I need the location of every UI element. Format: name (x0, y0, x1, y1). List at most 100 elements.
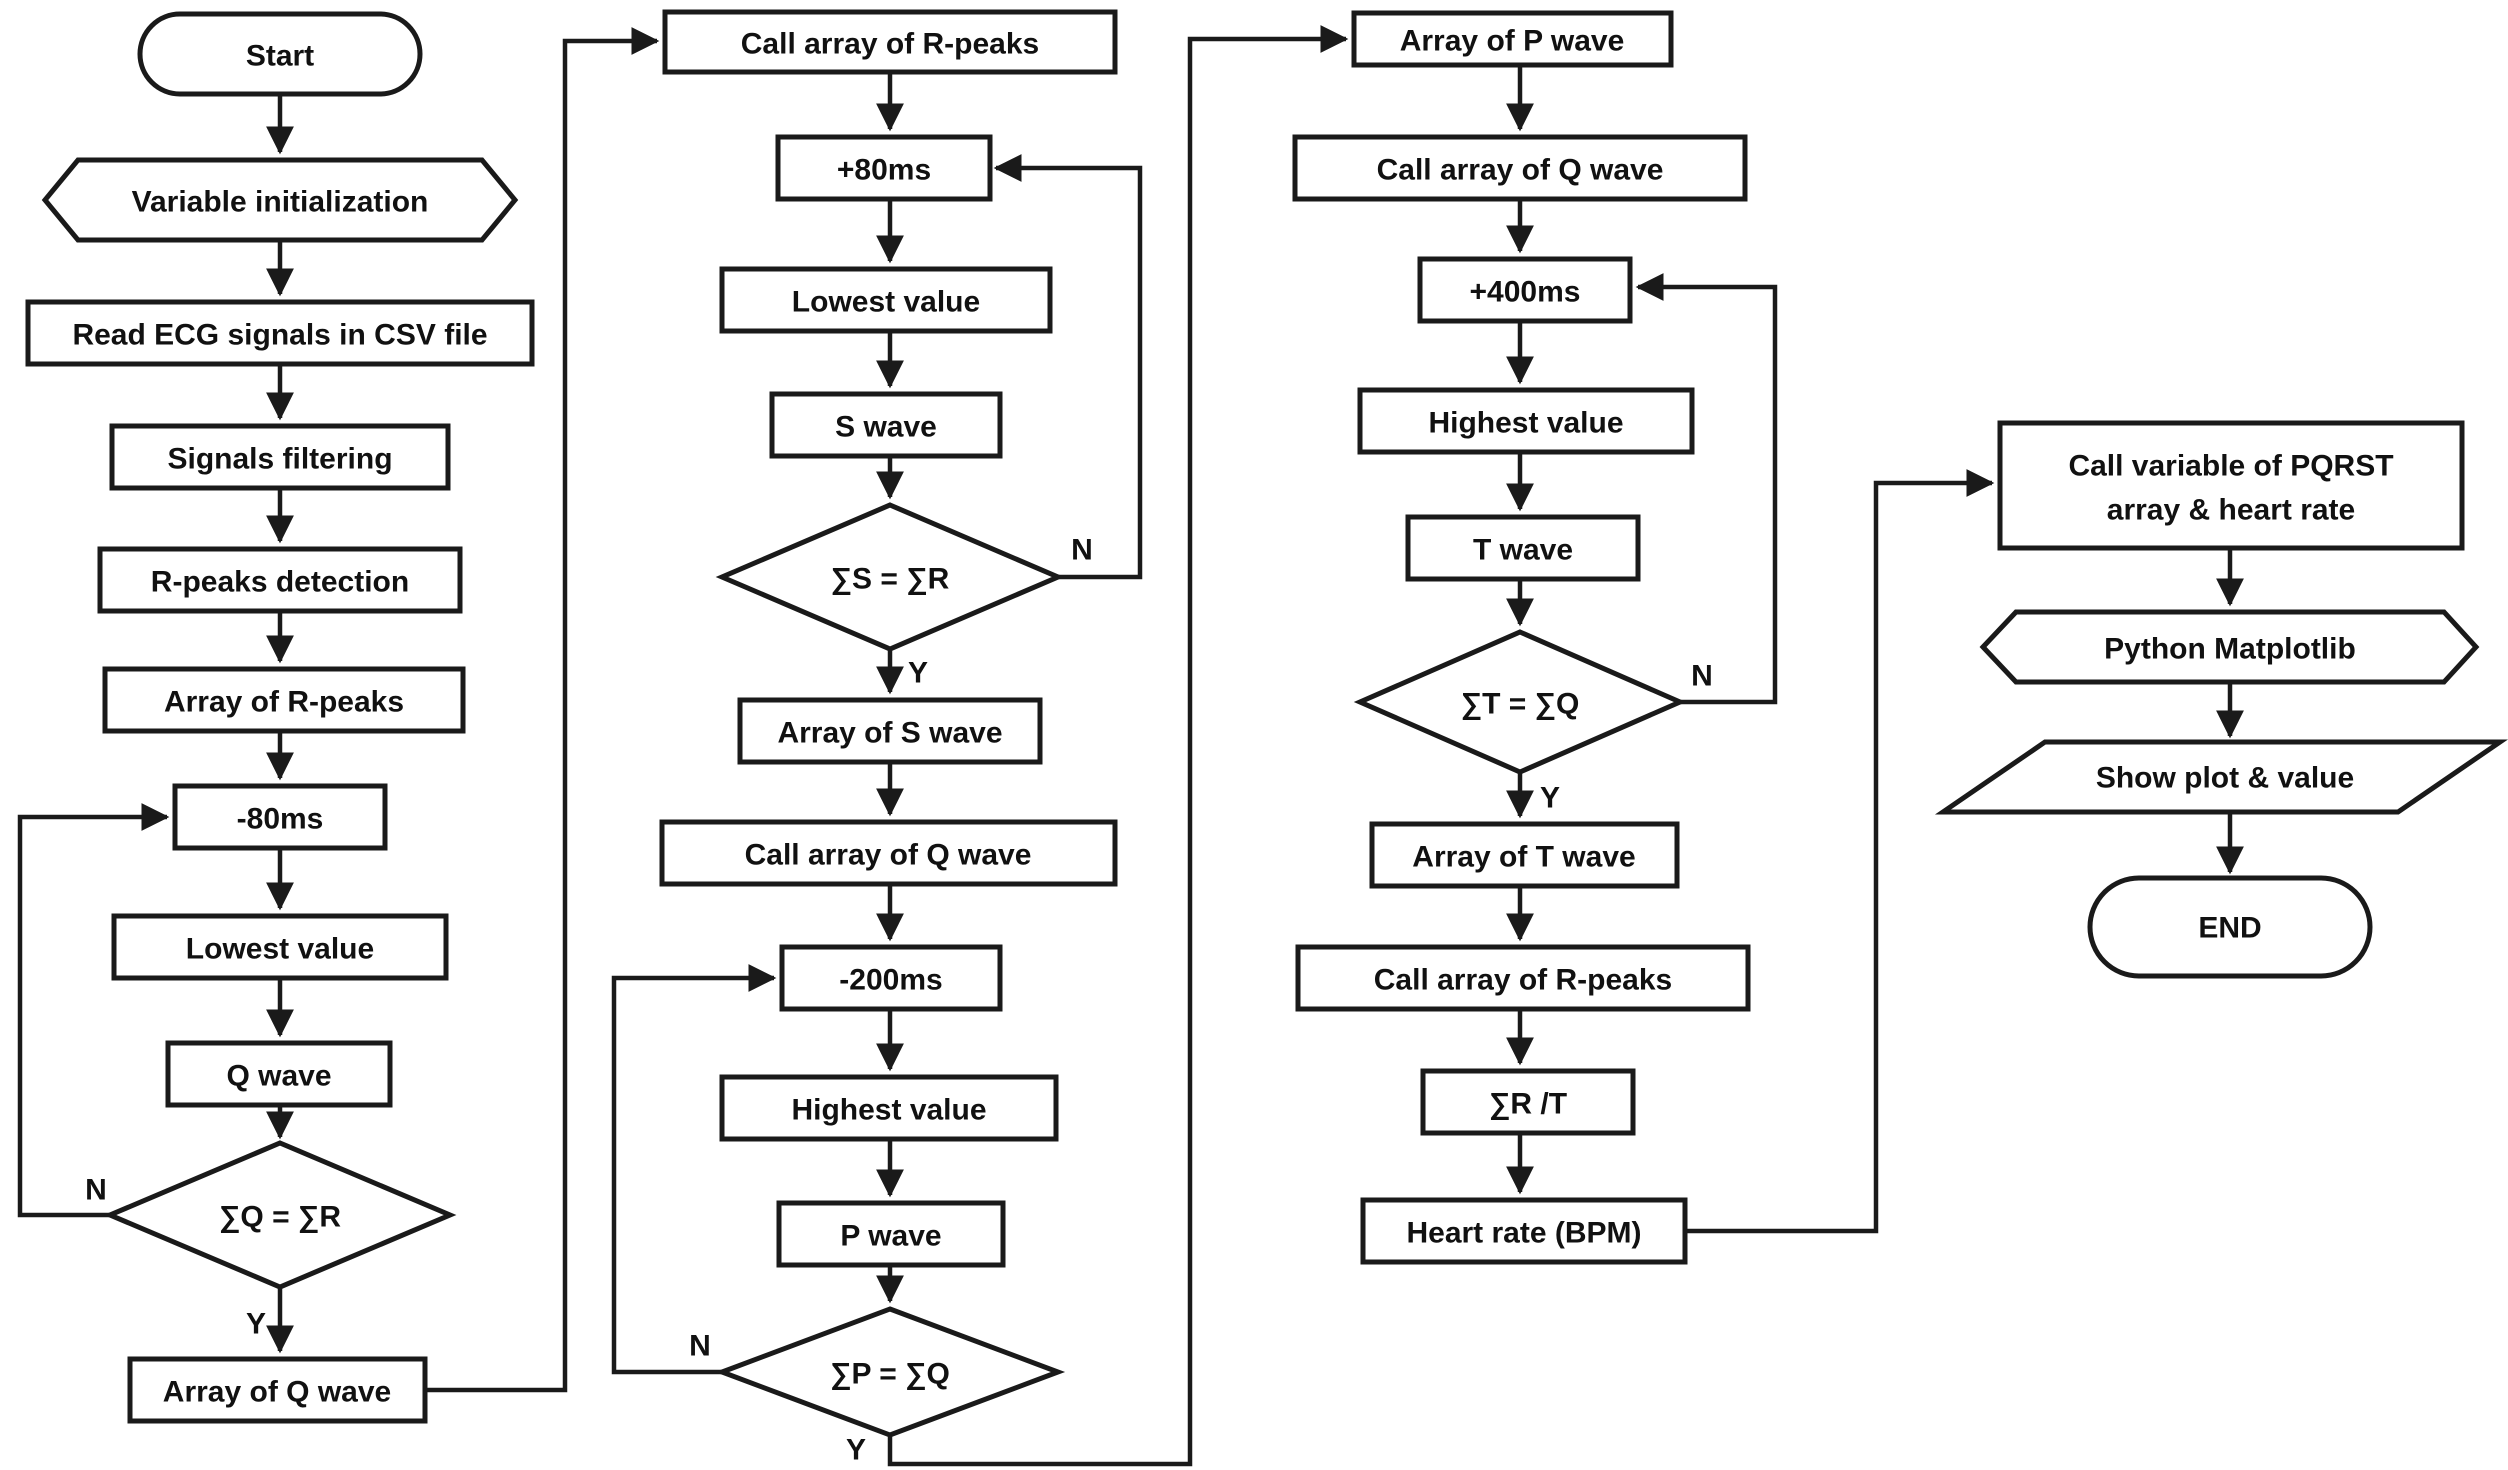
process-rect-shape (25, 299, 535, 367)
node-decision-s: ∑S = ∑R (715, 502, 1065, 652)
edge-decision-p-no-loop (611, 964, 777, 1375)
node-call-array-of-q-wave-2: Call array of Q wave (1292, 134, 1748, 202)
process-rect-shape (719, 266, 1053, 334)
node-lowest-value-1: Lowest value (111, 913, 449, 981)
node-t-wave: T wave (1405, 514, 1641, 582)
variable-initialization-label: Variable initialization (132, 186, 429, 219)
start-terminator-shape (137, 11, 423, 97)
edge-decision-p-yes-to-array-p (887, 25, 1349, 1467)
node-heart-rate-bpm: Heart rate (BPM) (1360, 1197, 1688, 1265)
process-rect-shape (769, 391, 1003, 459)
node-array-of-s-wave: Array of S wave (737, 697, 1043, 765)
call-array-of-rpeaks-1-label: Call array of R-peaks (741, 28, 1039, 61)
process-rect-shape (1292, 134, 1748, 202)
node-array-of-p-wave: Array of P wave (1351, 10, 1674, 68)
decision-t-yes-label: Y (1540, 782, 1560, 815)
decision-t-no-label: N (1691, 660, 1713, 693)
edge-array-q-to-call-rpeaks (425, 27, 660, 1393)
node-decision-p: ∑P = ∑Q (714, 1306, 1066, 1438)
minus-80ms-label: -80ms (237, 803, 324, 836)
process-rect-shape (1405, 514, 1641, 582)
node-decision-q: ∑Q = ∑R (103, 1140, 457, 1290)
end-label: END (2198, 912, 2261, 945)
node-array-of-t-wave: Array of T wave (1369, 821, 1680, 889)
minus-200ms-label: -200ms (839, 964, 942, 997)
process-rect-shape (776, 1200, 1006, 1268)
node-call-pqrst: Call variable of PQRST array & heart rat… (1997, 420, 2465, 551)
node-q-wave: Q wave (165, 1040, 393, 1108)
signals-filtering-label: Signals filtering (167, 443, 392, 476)
node-variable-initialization: Variable initialization (41, 157, 519, 243)
call-pqrst-label-line1: Call variable of PQRST (2068, 450, 2393, 483)
process-rect-shape (737, 697, 1043, 765)
process-rect-shape (172, 783, 388, 851)
process-rect-shape (97, 546, 463, 614)
decision-diamond-shape (103, 1140, 457, 1290)
decision-s-yes-label: Y (908, 657, 928, 690)
array-of-rpeaks-label: Array of R-peaks (164, 686, 404, 719)
decision-p-yes-label: Y (846, 1434, 866, 1467)
node-rpeaks-detection: R-peaks detection (97, 546, 463, 614)
read-ecg-label: Read ECG signals in CSV file (72, 319, 487, 352)
edge-heartrate-to-call-pqrst (1685, 469, 1995, 1234)
process-rect-shape (662, 9, 1118, 75)
node-plus-400ms: +400ms (1417, 256, 1633, 324)
decision-p-no-label: N (689, 1330, 711, 1363)
process-rect-shape (1997, 420, 2465, 551)
highest-value-2-label: Highest value (1428, 407, 1623, 440)
lowest-value-2-label: Lowest value (792, 286, 980, 319)
node-show-plot-value: Show plot & value (1934, 739, 2508, 815)
process-rect-shape (719, 1074, 1059, 1142)
show-plot-value-label: Show plot & value (2096, 762, 2354, 795)
array-of-t-wave-label: Array of T wave (1412, 841, 1635, 874)
preparation-hexagon-shape (41, 157, 519, 243)
decision-p-label: ∑P = ∑Q (830, 1358, 950, 1391)
decision-diamond-shape (1353, 629, 1687, 775)
rpeaks-detection-label: R-peaks detection (151, 566, 409, 599)
end-terminator-shape (2087, 875, 2373, 979)
s-wave-label: S wave (835, 411, 937, 444)
process-rect-shape (109, 423, 451, 491)
node-highest-value-2: Highest value (1357, 387, 1695, 455)
decision-diamond-shape (714, 1306, 1066, 1438)
array-of-s-wave-label: Array of S wave (777, 717, 1002, 750)
array-of-p-wave-label: Array of P wave (1400, 25, 1625, 58)
process-rect-shape (1357, 387, 1695, 455)
node-array-of-rpeaks: Array of R-peaks (102, 666, 466, 734)
node-call-array-of-rpeaks-1: Call array of R-peaks (662, 9, 1118, 75)
decision-q-no-label: N (85, 1174, 107, 1207)
node-python-matplotlib: Python Matplotlib (1979, 609, 2480, 685)
io-parallelogram-shape (1934, 739, 2508, 815)
node-lowest-value-2: Lowest value (719, 266, 1053, 334)
array-of-q-wave-label: Array of Q wave (163, 1376, 391, 1409)
decision-q-yes-label: Y (246, 1308, 266, 1341)
q-wave-label: Q wave (226, 1060, 331, 1093)
process-rect-shape (659, 819, 1118, 887)
call-array-of-q-wave-1-label: Call array of Q wave (745, 839, 1032, 872)
node-call-array-of-rpeaks-2: Call array of R-peaks (1295, 944, 1751, 1012)
preparation-hexagon-shape (1979, 609, 2480, 685)
plus-400ms-label: +400ms (1470, 276, 1581, 309)
process-rect-shape (1360, 1197, 1688, 1265)
node-read-ecg: Read ECG signals in CSV file (25, 299, 535, 367)
process-rect-shape (165, 1040, 393, 1108)
p-wave-label: P wave (840, 1220, 941, 1253)
node-signals-filtering: Signals filtering (109, 423, 451, 491)
node-start: Start (137, 11, 423, 97)
t-wave-label: T wave (1473, 534, 1573, 567)
edge-decision-s-no-loop (993, 154, 1143, 580)
node-s-wave: S wave (769, 391, 1003, 459)
process-rect-shape (111, 913, 449, 981)
process-rect-shape (1295, 944, 1751, 1012)
node-sum-r-div-t: ∑R /T (1420, 1068, 1636, 1136)
node-end: END (2087, 875, 2373, 979)
process-rect-shape (1351, 10, 1674, 68)
call-array-of-q-wave-2-label: Call array of Q wave (1377, 154, 1664, 187)
edge-decision-q-no-loop (17, 803, 170, 1218)
edge-decision-t-no-loop (1635, 273, 1778, 705)
node-minus-200ms: -200ms (779, 944, 1003, 1012)
node-p-wave: P wave (776, 1200, 1006, 1268)
process-rect-shape (775, 134, 993, 202)
node-array-of-q-wave: Array of Q wave (127, 1356, 428, 1424)
